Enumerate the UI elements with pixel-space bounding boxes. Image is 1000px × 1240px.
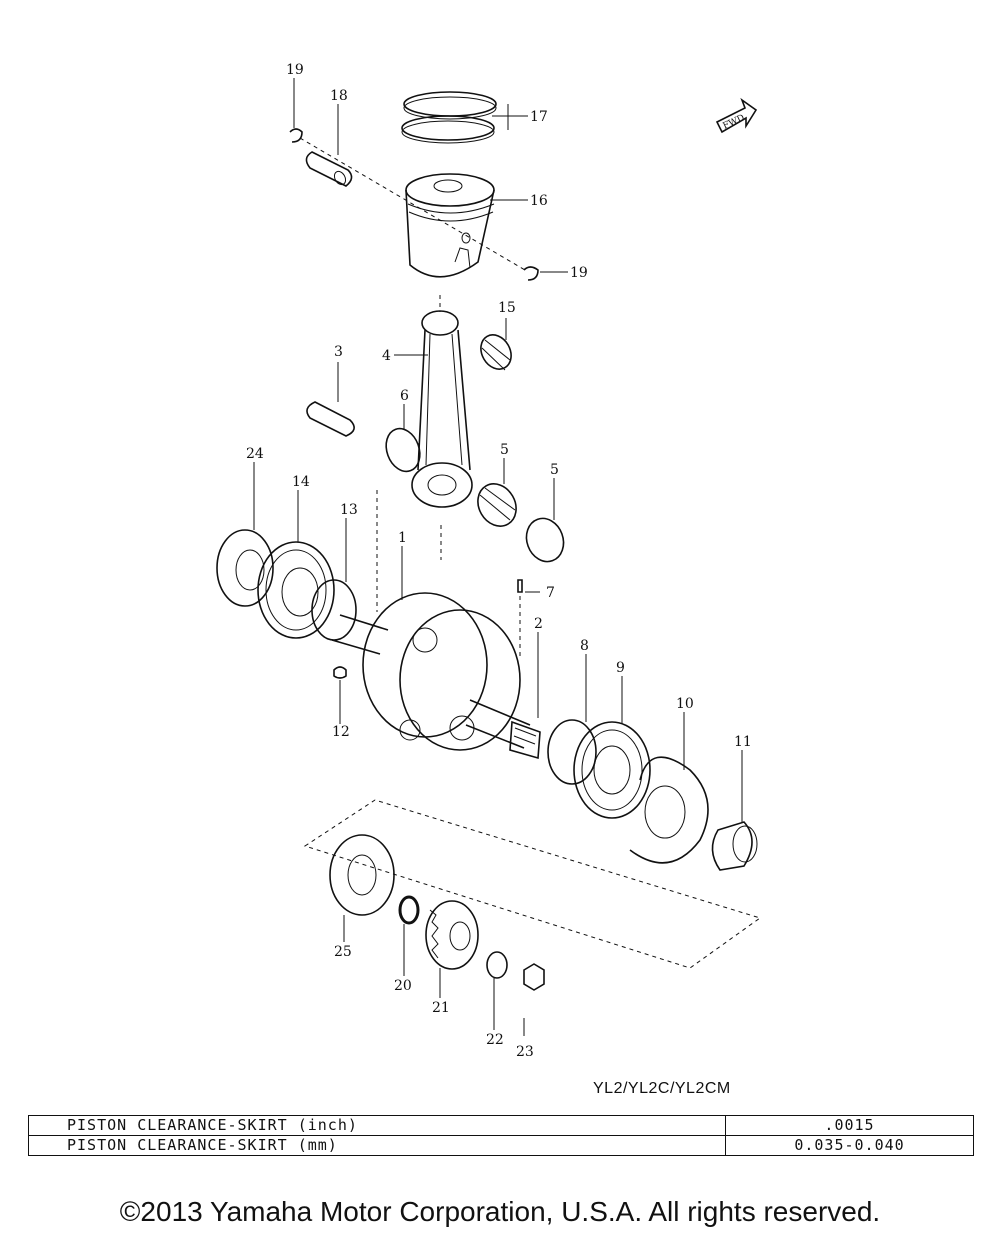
big-end-bearing bbox=[477, 483, 517, 527]
leader-lines bbox=[253, 78, 743, 1036]
callout-6: 6 bbox=[400, 388, 409, 404]
callout-5: 5 bbox=[550, 462, 559, 478]
oil-seal-bottom bbox=[329, 834, 395, 916]
bearing-right bbox=[573, 721, 651, 819]
nut bbox=[523, 963, 545, 991]
primary-drive-gear bbox=[425, 900, 479, 970]
callouts: 19 18 17 16 19 15 4 3 6 5 5 24 14 13 1 7… bbox=[246, 62, 752, 1060]
key-small bbox=[333, 666, 347, 679]
spec-label: PISTON CLEARANCE-SKIRT (mm) bbox=[28, 1135, 726, 1156]
table-row: PISTON CLEARANCE-SKIRT (inch) .0015 bbox=[28, 1115, 974, 1136]
crankshaft-assembly bbox=[331, 592, 541, 760]
piston-pin-clip-left bbox=[289, 128, 303, 143]
fwd-arrow-icon: FWD bbox=[715, 97, 758, 134]
oil-seal-left bbox=[216, 529, 274, 607]
collar bbox=[711, 821, 758, 871]
callout-19: 19 bbox=[570, 265, 588, 281]
callout-9: 9 bbox=[616, 660, 625, 676]
callout-1: 1 bbox=[398, 530, 407, 546]
fwd-label: FWD bbox=[721, 113, 746, 132]
shim-left bbox=[311, 579, 357, 641]
callout-4: 4 bbox=[382, 348, 391, 364]
thrust-washer-left bbox=[385, 427, 421, 473]
spec-value: 0.035-0.040 bbox=[725, 1135, 974, 1156]
callout-2: 2 bbox=[534, 616, 543, 632]
spec-label: PISTON CLEARANCE-SKIRT (inch) bbox=[28, 1115, 726, 1136]
callout-8: 8 bbox=[580, 638, 589, 654]
piston-rings bbox=[401, 91, 497, 144]
table-row: PISTON CLEARANCE-SKIRT (mm) 0.035-0.040 bbox=[28, 1135, 974, 1156]
woodruff-key bbox=[517, 579, 523, 593]
piston-pin bbox=[305, 151, 353, 187]
spec-value: .0015 bbox=[725, 1115, 974, 1136]
callout-21: 21 bbox=[432, 1000, 450, 1016]
callout-23: 23 bbox=[516, 1044, 534, 1060]
oil-seal-right bbox=[629, 756, 709, 864]
callout-13: 13 bbox=[340, 502, 358, 518]
piston-pin-clip-right bbox=[523, 266, 539, 281]
callout-11: 11 bbox=[734, 734, 752, 750]
connecting-rod bbox=[411, 310, 473, 508]
callout-16: 16 bbox=[530, 193, 548, 209]
callout-10: 10 bbox=[676, 696, 694, 712]
callout-25: 25 bbox=[334, 944, 352, 960]
exploded-parts-diagram: FWD bbox=[216, 62, 762, 1060]
piston bbox=[405, 173, 495, 278]
o-ring bbox=[398, 895, 420, 925]
callout-14: 14 bbox=[292, 474, 310, 490]
callout-20: 20 bbox=[394, 978, 412, 994]
spec-table: PISTON CLEARANCE-SKIRT (inch) .0015 PIST… bbox=[28, 1115, 974, 1156]
lock-washer bbox=[486, 951, 508, 979]
callout-5: 5 bbox=[500, 442, 509, 458]
copyright-notice: ©2013 Yamaha Motor Corporation, U.S.A. A… bbox=[119, 1196, 881, 1227]
model-label: YL2/YL2C/YL2CM bbox=[593, 1080, 731, 1097]
callout-15: 15 bbox=[498, 300, 516, 316]
small-end-bearing bbox=[480, 334, 512, 371]
thrust-washer-right bbox=[525, 517, 565, 563]
bearing-left bbox=[257, 541, 335, 639]
shim-right bbox=[547, 719, 597, 785]
callout-18: 18 bbox=[330, 88, 348, 104]
crank-pin bbox=[306, 401, 355, 437]
callout-19: 19 bbox=[286, 62, 304, 78]
callout-17: 17 bbox=[530, 109, 548, 125]
callout-3: 3 bbox=[334, 344, 343, 360]
callout-7: 7 bbox=[546, 585, 555, 601]
callout-22: 22 bbox=[486, 1032, 504, 1048]
callout-12: 12 bbox=[332, 724, 350, 740]
callout-24: 24 bbox=[246, 446, 264, 462]
